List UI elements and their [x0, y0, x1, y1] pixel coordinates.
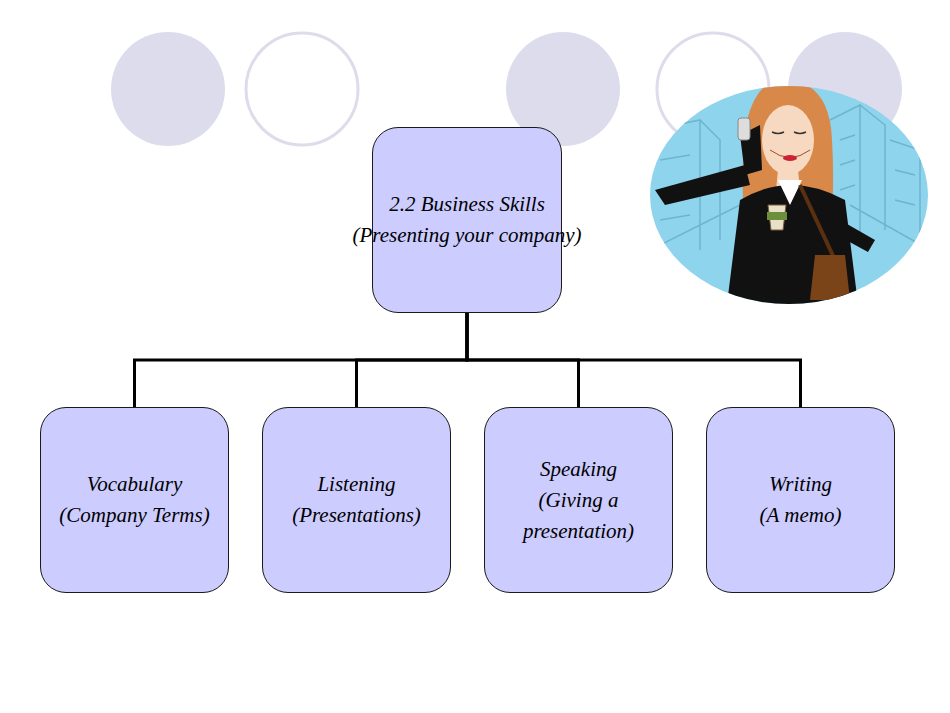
woman-figure	[655, 80, 875, 320]
tree-connector	[357, 313, 468, 407]
node-heading: 2.2 Business Skills	[389, 189, 545, 220]
node-subheading: (Presentations)	[292, 500, 421, 531]
node-heading: Speaking	[540, 454, 617, 485]
skill-box: Writing(A memo)	[706, 407, 895, 593]
node-subheading: (A memo)	[760, 500, 842, 531]
tree-connector	[135, 313, 468, 407]
skill-box: Speaking(Giving a presentation)	[484, 407, 673, 593]
woman-illustration	[650, 80, 930, 320]
skill-box: Vocabulary(Company Terms)	[40, 407, 229, 593]
node-subheading: (Company Terms)	[59, 500, 209, 531]
deco-circle	[246, 33, 358, 145]
node-subheading: (Giving a presentation)	[491, 485, 666, 547]
root-topic-box: 2.2 Business Skills(Presenting your comp…	[372, 127, 562, 313]
node-subheading: (Presenting your company)	[353, 220, 582, 251]
node-heading: Writing	[769, 469, 832, 500]
tree-connector	[467, 313, 801, 407]
deco-circle	[111, 32, 225, 146]
node-heading: Vocabulary	[87, 469, 183, 500]
skill-box: Listening(Presentations)	[262, 407, 451, 593]
node-heading: Listening	[317, 469, 395, 500]
